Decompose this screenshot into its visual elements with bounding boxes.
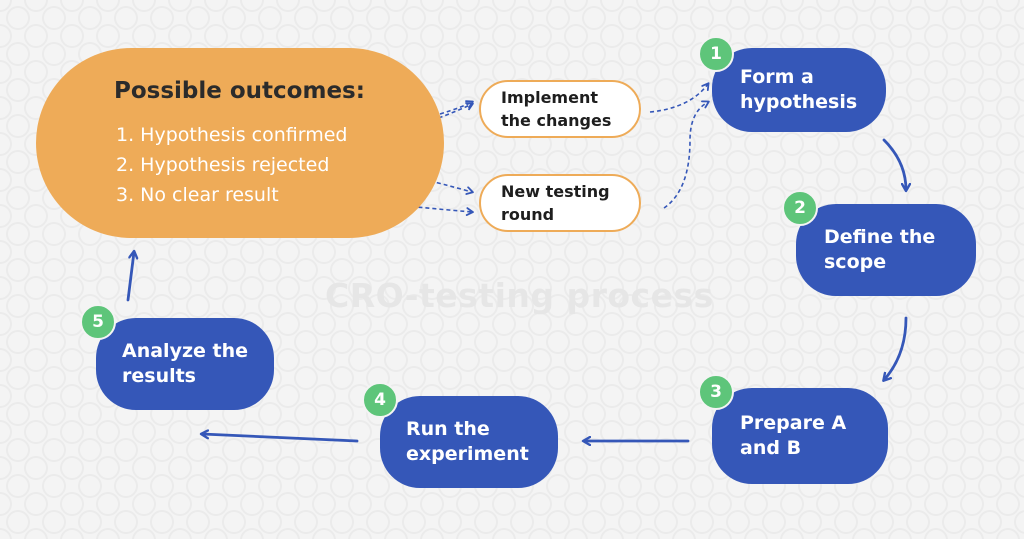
action-label: New testing round [501, 182, 610, 224]
step-number-badge: 2 [782, 190, 818, 226]
action-new-testing-round: New testing round [479, 174, 641, 232]
step-run-experiment: Run the experiment [380, 396, 558, 488]
step-label: Analyze the results [122, 340, 249, 387]
action-label: Implement the changes [501, 88, 612, 130]
step-number-badge: 4 [362, 382, 398, 418]
dash-implement-to-step1 [649, 82, 710, 113]
outcome-item: 1. Hypothesis confirmed [116, 124, 348, 146]
step-number-badge: 3 [698, 374, 734, 410]
step-label: Define the scope [824, 226, 936, 273]
arrow-step2-to-step3 [884, 316, 908, 380]
outcome-item: 3. No clear result [116, 184, 279, 206]
arrow-step4-to-step5 [202, 434, 359, 443]
step-form-hypothesis: Form a hypothesis [712, 48, 886, 132]
action-implement-changes: Implement the changes [479, 80, 641, 138]
step-analyze-results: Analyze the results [96, 318, 274, 410]
step-label: Prepare A and B [740, 412, 847, 459]
outcome-item: 2. Hypothesis rejected [116, 154, 330, 176]
arrow-step1-to-step2 [882, 138, 906, 190]
step-number-badge: 5 [80, 304, 116, 340]
outcomes-title: Possible outcomes: [114, 78, 365, 104]
step-label: Form a hypothesis [740, 66, 858, 113]
step-label: Run the experiment [406, 418, 529, 465]
arrow-step5-to-outcomes [126, 252, 134, 302]
step-number-badge: 1 [698, 36, 734, 72]
dash-newround-to-step1 [663, 100, 710, 209]
step-prepare-a-b: Prepare A and B [712, 388, 888, 484]
possible-outcomes-box: Possible outcomes: 1. Hypothesis confirm… [36, 48, 444, 238]
outcomes-list: 1. Hypothesis confirmed 2. Hypothesis re… [116, 120, 348, 210]
dash-outcomes-to-implement [439, 100, 474, 115]
watermark-title: CRO-testing process [325, 276, 714, 315]
step-define-scope: Define the scope [796, 204, 976, 296]
